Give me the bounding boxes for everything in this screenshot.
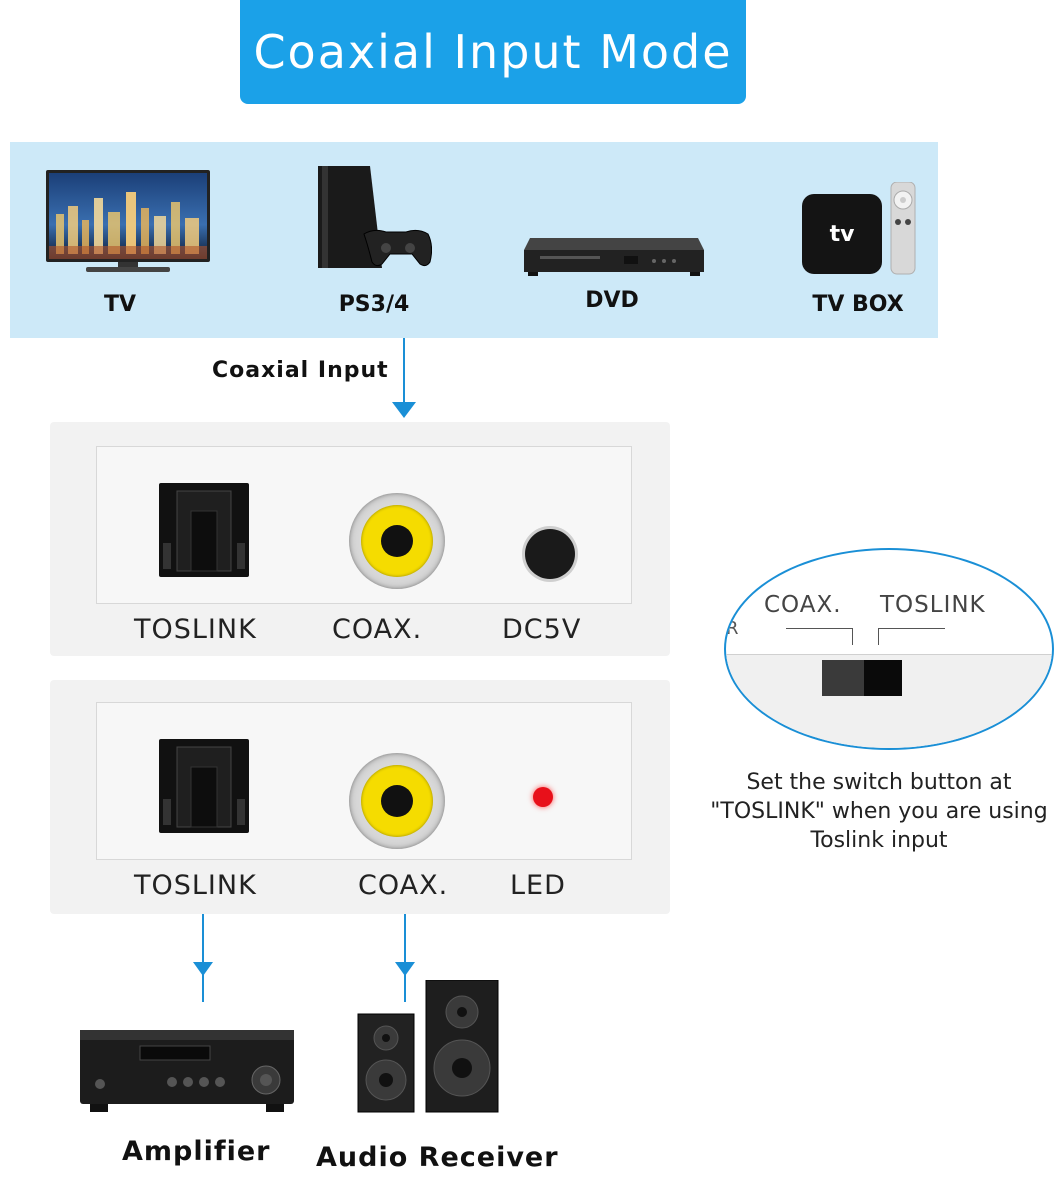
input-caption: Coaxial Input [212, 358, 389, 383]
bottom-device-panel: TOSLINK COAX. LED [50, 680, 670, 914]
port-label-toslink: TOSLINK [134, 870, 257, 901]
tv-box-icon: tv [802, 182, 882, 274]
tv-box-logo: tv [829, 221, 855, 247]
coax-port-icon [349, 493, 445, 589]
port-label-coax: COAX. [332, 614, 423, 645]
source-devices-panel: tv TV PS3/4 DVD TV BOX [10, 142, 938, 338]
switch-bracket-left [786, 628, 853, 645]
output-arrow-icon [395, 962, 415, 976]
switch-bracket-right [878, 628, 945, 645]
title-banner: Coaxial Input Mode [240, 0, 746, 104]
toslink-port-icon [159, 483, 249, 577]
output-connector-line-amplifier [202, 914, 204, 1002]
port-label-toslink: TOSLINK [134, 614, 257, 645]
switch-zoom-view: R COAX. TOSLINK [724, 548, 1054, 750]
dvd-player-icon [524, 238, 704, 278]
bottom-device-face [96, 702, 632, 860]
toslink-port-icon [159, 739, 249, 833]
switch-note: Set the switch button at "TOSLINK" when … [700, 768, 1058, 855]
switch-knob [864, 660, 902, 696]
dc-power-jack-icon [525, 529, 575, 579]
output-connector-line-receiver [404, 914, 406, 1002]
switch-label-toslink: TOSLINK [880, 592, 986, 618]
input-connector-line [403, 338, 405, 404]
port-label-coax: COAX. [358, 870, 449, 901]
amplifier-icon [80, 1030, 294, 1114]
top-device-panel: TOSLINK COAX. DC5V [50, 422, 670, 656]
switch-label-coax: COAX. [764, 592, 842, 618]
input-arrow-icon [392, 402, 416, 418]
remote-icon [890, 181, 916, 276]
source-label-ps: PS3/4 [338, 292, 410, 317]
top-device-face [96, 446, 632, 604]
note-line: Toslink input [810, 828, 948, 853]
source-label-tv: TV [103, 292, 137, 317]
speakers-icon [356, 979, 502, 1114]
tv-icon [46, 170, 210, 274]
output-label-audio-receiver: Audio Receiver [316, 1142, 559, 1173]
page-title: Coaxial Input Mode [253, 25, 733, 79]
led-indicator-icon [533, 787, 553, 807]
output-arrow-icon [193, 962, 213, 976]
note-line: "TOSLINK" when you are using [710, 799, 1048, 824]
switch-edge-mark: R [726, 618, 740, 639]
source-label-dvd: DVD [585, 288, 639, 313]
coax-port-icon [349, 753, 445, 849]
note-line: Set the switch button at [746, 770, 1012, 795]
source-label-tv-box: TV BOX [812, 292, 904, 317]
output-label-amplifier: Amplifier [122, 1136, 271, 1167]
port-label-dc5v: DC5V [502, 614, 582, 645]
port-label-led: LED [510, 870, 566, 901]
game-console-icon [316, 164, 433, 274]
